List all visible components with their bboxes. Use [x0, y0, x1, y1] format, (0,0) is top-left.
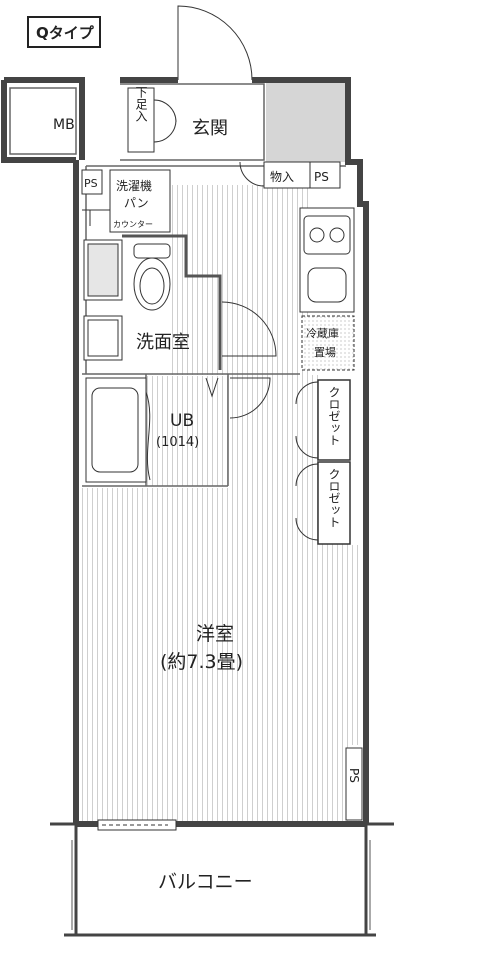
balcony-walls — [50, 822, 394, 937]
ub-wall-curve — [145, 391, 151, 481]
balcony-rails — [71, 840, 371, 930]
ps-bottom-box — [345, 747, 363, 821]
shoe-box-label: 下足入 — [134, 86, 148, 122]
western-room-size: (約7.3畳) — [160, 651, 243, 673]
shoe-box — [127, 87, 155, 153]
ps-left-label: PS — [84, 177, 98, 190]
shoe-box-door — [153, 99, 177, 143]
fridge-line1: 冷蔵庫 — [306, 326, 339, 340]
storage-label: 物入 — [270, 170, 294, 184]
ub-label: UB — [170, 411, 194, 431]
closet1-box — [317, 379, 351, 461]
laundry-line1: 洗濯機 — [116, 178, 152, 193]
washroom-door-swing — [221, 301, 277, 357]
entrance-label: 玄関 — [192, 118, 228, 139]
fridge-area — [301, 315, 355, 371]
laundry-line2: パン — [124, 196, 149, 210]
washroom-shelf-inner — [87, 243, 119, 297]
ps-top-box — [309, 161, 341, 189]
counter-label: カウンター — [113, 220, 153, 229]
fridge-line2: 置場 — [314, 346, 336, 359]
ub-size: (1014) — [156, 435, 199, 450]
stove-icon — [303, 215, 351, 255]
closet2-box — [317, 461, 351, 545]
western-room-label: 洋室 — [196, 623, 234, 645]
walls — [1, 77, 369, 827]
type-label: Qタイプ — [36, 24, 95, 42]
laundry-area — [109, 169, 171, 233]
counter-line — [82, 209, 110, 226]
closet-door-swings — [229, 377, 319, 541]
balcony-label: バルコニー — [158, 871, 253, 893]
flooring — [80, 185, 360, 824]
type-label-box — [27, 16, 101, 48]
sink-icon — [307, 267, 347, 303]
washroom-partition — [122, 234, 222, 370]
ps-left-box — [81, 169, 103, 195]
closet2-label: クロゼット — [327, 468, 341, 528]
ps-top-label: PS — [314, 170, 329, 184]
storage-door-swing — [239, 161, 265, 187]
closet1-label: クロゼット — [327, 386, 341, 446]
washbasin-inner — [87, 319, 119, 357]
shaft-top-right — [266, 78, 348, 162]
ub-floor — [146, 376, 228, 486]
ps-bottom-label: PS — [347, 768, 361, 783]
mb-label: MB — [53, 117, 75, 133]
bathtub-inner — [91, 387, 139, 473]
toilet-icon — [133, 243, 171, 311]
ub-door — [205, 377, 219, 398]
entrance-door-swing — [177, 5, 253, 81]
washroom-label: 洗面室 — [136, 332, 190, 353]
